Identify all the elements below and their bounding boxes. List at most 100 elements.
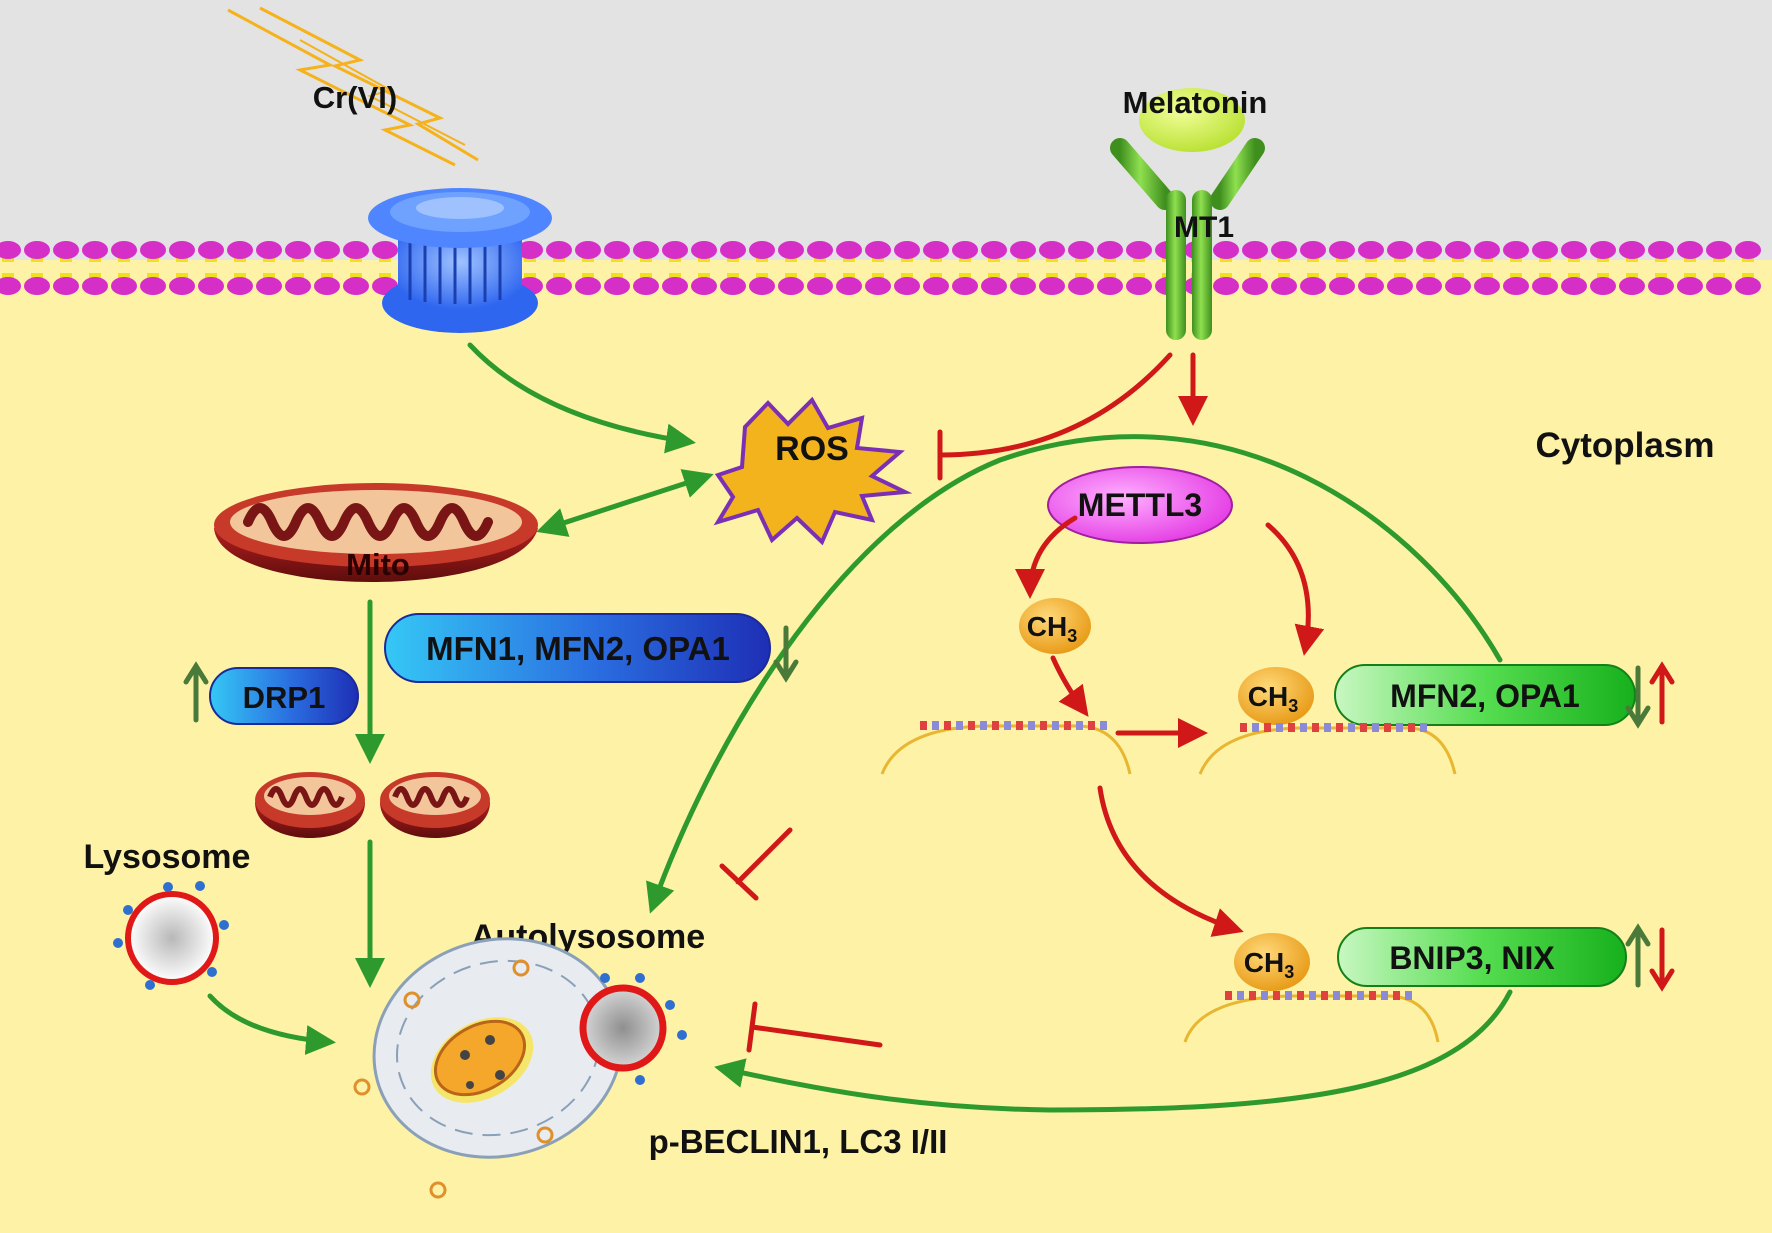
- rna-base: [1076, 721, 1083, 730]
- lipid-head: [140, 241, 166, 259]
- down-arrow-fusion-target: [1625, 665, 1651, 729]
- lipid-head: [1735, 277, 1761, 295]
- svg-text:CH3: CH3: [1248, 681, 1298, 716]
- arrow-channel-to-ros: [467, 342, 696, 454]
- lipid-head: [53, 241, 79, 259]
- fusion-target-label: MFN2, OPA1: [1390, 678, 1580, 714]
- mrna-strand-3: [1183, 991, 1440, 1043]
- up-arrow-fission-protein: [183, 661, 209, 723]
- rna-base: [1381, 991, 1388, 1000]
- lipid-head: [1532, 277, 1558, 295]
- lipid-head: [1387, 241, 1413, 259]
- methyl-subscript-3: 3: [1284, 962, 1294, 982]
- writer-pill: [1047, 466, 1233, 544]
- cell-membrane: [0, 236, 1772, 312]
- lipid-head: [1329, 241, 1355, 259]
- lipid-head: [343, 241, 369, 259]
- lipid-head: [1677, 241, 1703, 259]
- lipid-head: [1590, 241, 1616, 259]
- lipid-head: [314, 277, 340, 295]
- lipid-head: [1068, 241, 1094, 259]
- region-label: Cytoplasm: [1536, 426, 1715, 465]
- rna-base: [1420, 723, 1427, 732]
- lipid-head: [372, 241, 398, 259]
- melatonin-effect-arrows: [719, 352, 1325, 1053]
- lipid-head: [1445, 277, 1471, 295]
- lipid-head: [981, 277, 1007, 295]
- rna-base: [1040, 721, 1047, 730]
- rna-base: [1297, 991, 1304, 1000]
- mrna-strand-1: [880, 721, 1132, 775]
- rna-base: [1100, 721, 1107, 730]
- lipid-head: [0, 277, 21, 295]
- rna-base: [1273, 991, 1280, 1000]
- ros-label: ROS: [775, 430, 849, 468]
- fusion-proteins-label: MFN1, MFN2, OPA1: [426, 630, 730, 667]
- arrow-receptors-to-autolysosome: [714, 989, 1513, 1113]
- rna-base: [980, 721, 987, 730]
- lipid-head: [227, 277, 253, 295]
- lipid-head: [1503, 277, 1529, 295]
- arrow-ch3-to-strand: [1050, 655, 1089, 717]
- fission-protein-pill: [209, 667, 359, 725]
- rna-base: [1312, 723, 1319, 732]
- lipid-head: [1213, 277, 1239, 295]
- up-arrow-mitophagy-receptors: [1625, 923, 1651, 988]
- lipid-head: [343, 277, 369, 295]
- membrane-channel-icon: [368, 188, 552, 333]
- rna-base: [1285, 991, 1292, 1000]
- indicator-arrows: [183, 625, 1675, 992]
- methyl-group-1: CH3: [1019, 598, 1091, 654]
- lipid-head: [720, 241, 746, 259]
- rna-base: [1396, 723, 1403, 732]
- rna-base: [1348, 723, 1355, 732]
- lipid-head: [285, 241, 311, 259]
- lipid-head: [1619, 241, 1645, 259]
- rna-base: [968, 721, 975, 730]
- lipid-head: [1010, 277, 1036, 295]
- receptor-icon: [1110, 138, 1265, 340]
- autolysosome-icon: [353, 937, 687, 1199]
- lipid-head: [1532, 241, 1558, 259]
- fission-protein-label: DRP1: [243, 680, 326, 715]
- lipid-head: [1387, 277, 1413, 295]
- rna-base: [1240, 723, 1247, 732]
- lightning-icon: [227, 6, 479, 167]
- lipid-head: [691, 277, 717, 295]
- rna-base: [1052, 721, 1059, 730]
- lipid-head: [1706, 241, 1732, 259]
- lipid-head: [1677, 277, 1703, 295]
- inhibitor-to-autolysosome-right-bar: [746, 1001, 758, 1053]
- methyl-label-1: CH: [1027, 611, 1067, 642]
- rna-base: [1384, 723, 1391, 732]
- lipid-head: [575, 277, 601, 295]
- rna-base: [1309, 991, 1316, 1000]
- lipid-head: [807, 277, 833, 295]
- lipid-head: [169, 241, 195, 259]
- lipid-head: [604, 277, 630, 295]
- lipid-head: [314, 241, 340, 259]
- lipid-head: [1010, 241, 1036, 259]
- fragmented-mitochondria-icon: [255, 772, 490, 838]
- lipid-head: [82, 241, 108, 259]
- lipid-head: [1126, 241, 1152, 259]
- methyl-subscript-2: 3: [1288, 696, 1298, 716]
- lipid-head: [865, 277, 891, 295]
- lipid-head: [778, 241, 804, 259]
- lipid-head: [1561, 277, 1587, 295]
- lipid-head: [749, 277, 775, 295]
- lipid-head: [1300, 241, 1326, 259]
- lipid-head: [1619, 277, 1645, 295]
- lipid-head: [1648, 241, 1674, 259]
- lipid-head: [1039, 241, 1065, 259]
- lipid-head: [981, 241, 1007, 259]
- lipid-head: [1097, 277, 1123, 295]
- rna-base: [1360, 723, 1367, 732]
- rna-base: [1252, 723, 1259, 732]
- lipid-head: [1648, 277, 1674, 295]
- lipid-head: [1474, 241, 1500, 259]
- lipid-head: [546, 277, 572, 295]
- rna-base: [1321, 991, 1328, 1000]
- lipid-head: [1416, 277, 1442, 295]
- lipid-head: [923, 241, 949, 259]
